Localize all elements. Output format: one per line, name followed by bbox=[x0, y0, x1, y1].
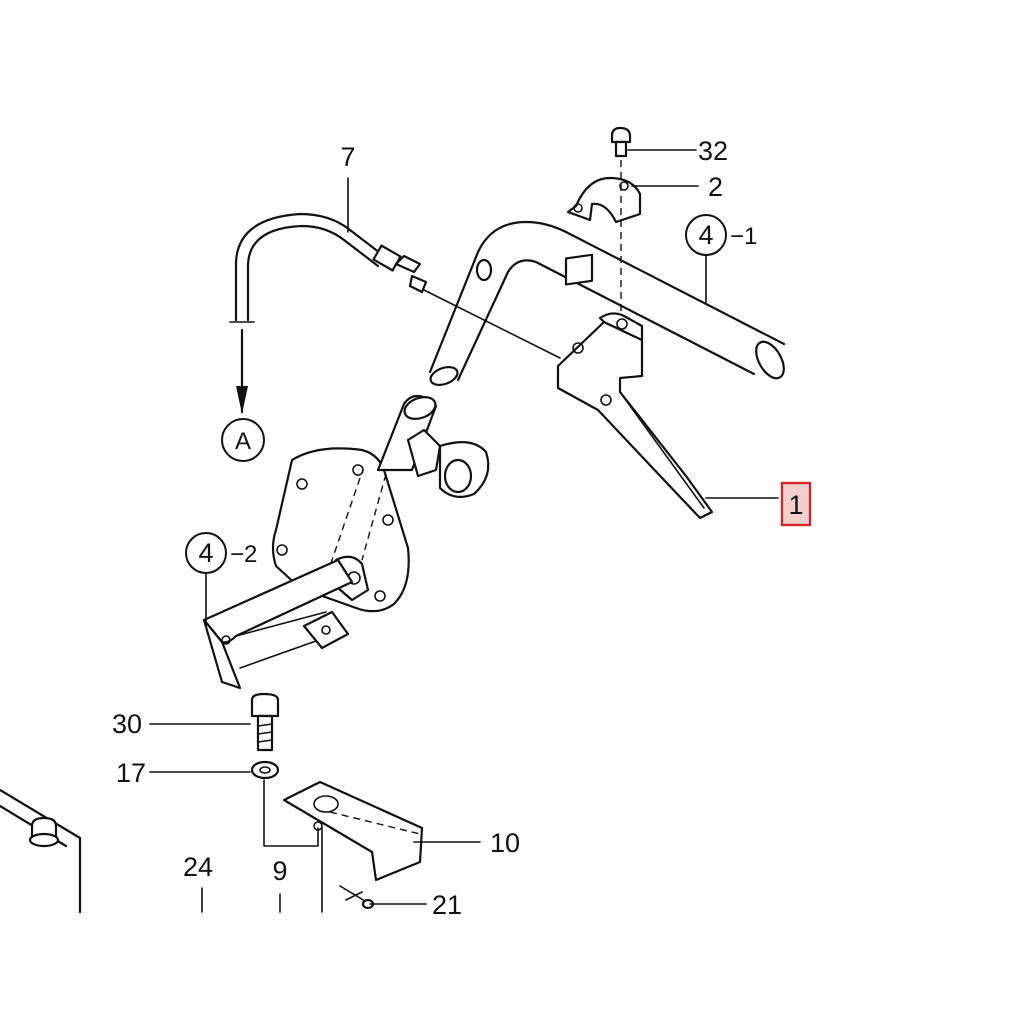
callout-24-label: 24 bbox=[183, 852, 213, 882]
callout-10-label: 10 bbox=[490, 828, 520, 858]
callout-7-label: 7 bbox=[340, 142, 355, 172]
callout-A-label: A bbox=[235, 428, 251, 455]
callout-30-label: 30 bbox=[112, 709, 142, 739]
callout-4-1-circle bbox=[685, 214, 727, 256]
callout-1-label: 1 bbox=[788, 490, 803, 520]
callout-2-label: 2 bbox=[708, 172, 723, 202]
callout-4-2[interactable]: 4 −2 bbox=[185, 532, 257, 574]
cable-assembly bbox=[229, 212, 561, 414]
callout-A-circle bbox=[221, 418, 265, 462]
callout-9-label: 9 bbox=[272, 856, 287, 886]
callout-1-highlight bbox=[780, 481, 812, 527]
callout-21[interactable]: 21 bbox=[432, 890, 462, 920]
callout-A[interactable]: A bbox=[221, 418, 265, 462]
callout-4-2-number: 4 bbox=[198, 538, 213, 568]
callout-17-label: 17 bbox=[116, 758, 146, 788]
callout-4-1-number: 4 bbox=[698, 220, 713, 250]
callout-4-2-circle bbox=[185, 532, 227, 574]
callout-1[interactable]: 1 bbox=[780, 481, 812, 527]
base-bracket bbox=[202, 558, 354, 690]
leader-lines bbox=[149, 149, 779, 913]
callout-4-1-suffix: −1 bbox=[730, 223, 757, 250]
handle-pipe bbox=[428, 220, 786, 387]
callout-30[interactable]: 30 bbox=[112, 709, 142, 739]
callout-21-label: 21 bbox=[432, 890, 462, 920]
plate-bracket bbox=[282, 780, 424, 913]
clamp-and-bolt bbox=[566, 126, 642, 326]
callout-7[interactable]: 7 bbox=[340, 142, 355, 172]
lever bbox=[556, 253, 714, 520]
callout-32-label: 32 bbox=[698, 136, 728, 166]
bolt-and-washer bbox=[250, 692, 280, 780]
callout-24[interactable]: 24 bbox=[183, 852, 213, 882]
bracket-plate bbox=[271, 394, 490, 613]
callout-32[interactable]: 32 bbox=[698, 136, 728, 166]
callout-4-1[interactable]: 4 −1 bbox=[685, 214, 757, 256]
callout-4-2-suffix: −2 bbox=[230, 541, 257, 568]
callout-10[interactable]: 10 bbox=[490, 828, 520, 858]
callout-17[interactable]: 17 bbox=[116, 758, 146, 788]
callout-2[interactable]: 2 bbox=[708, 172, 723, 202]
battery-box bbox=[0, 788, 82, 914]
callout-9[interactable]: 9 bbox=[272, 856, 287, 886]
